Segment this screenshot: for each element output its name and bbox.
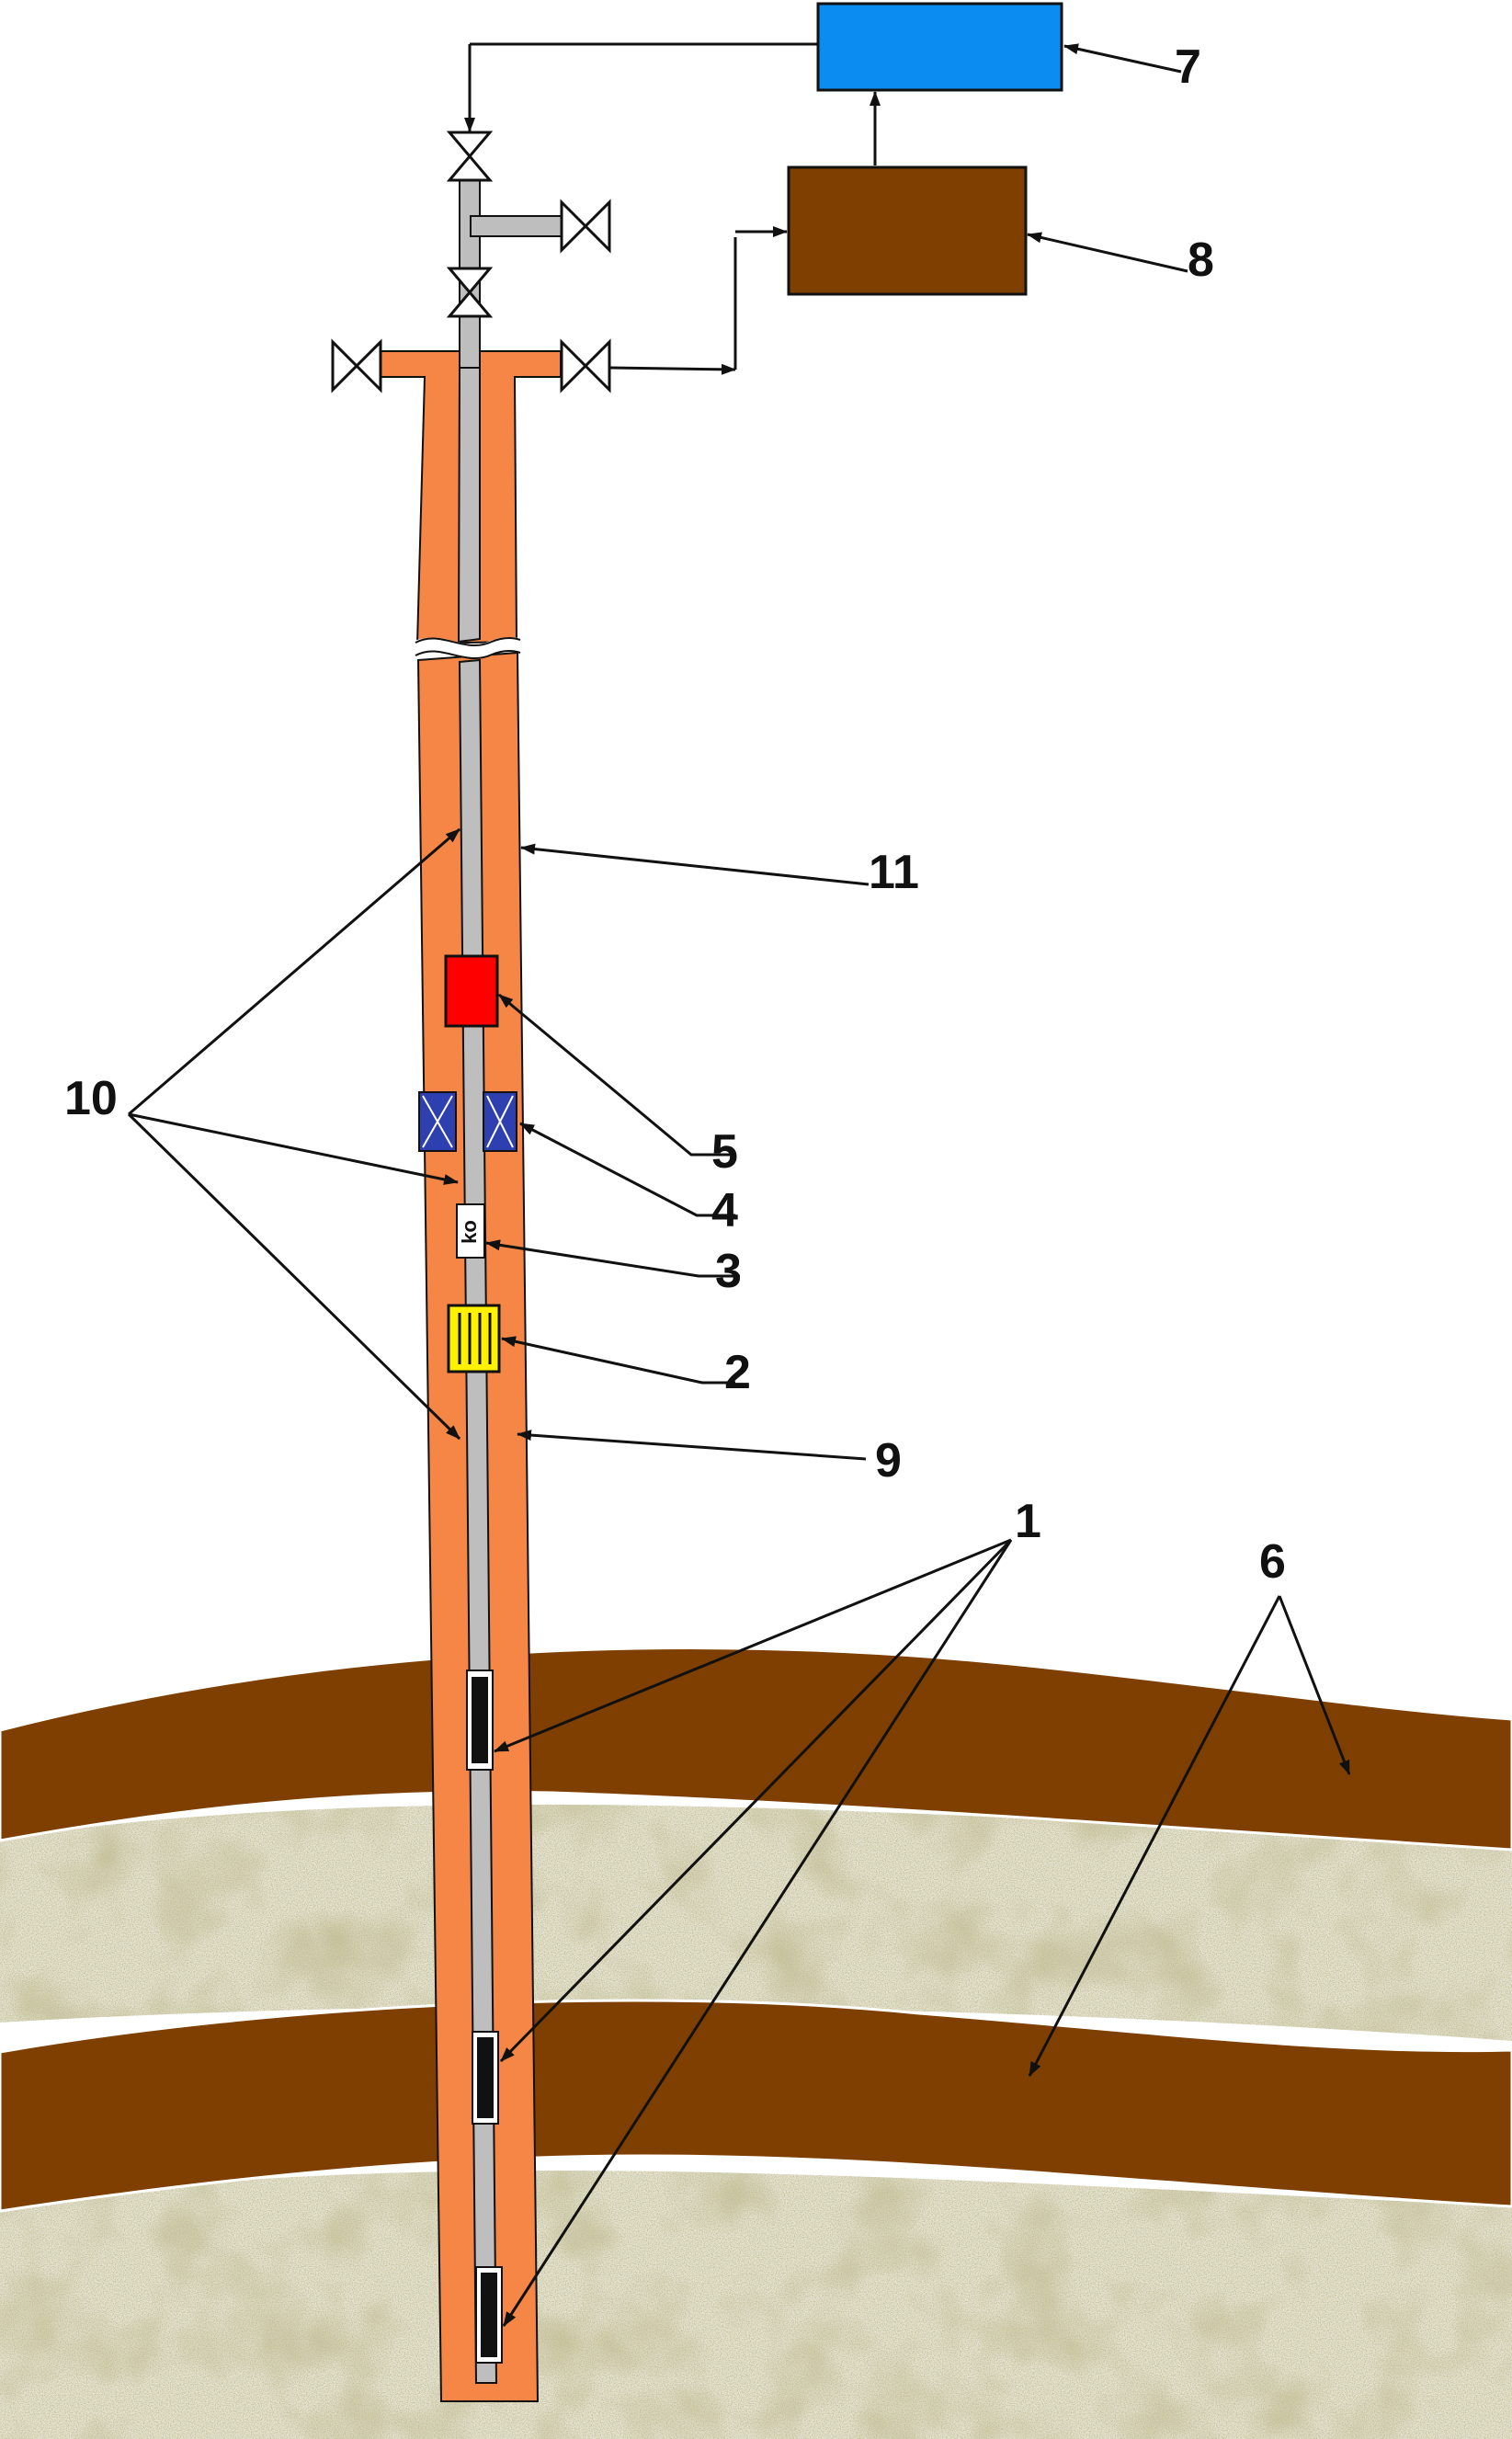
leader-lines xyxy=(127,43,1351,2327)
sand-layer-upper xyxy=(0,1804,1512,2041)
perforation-icon xyxy=(475,2266,503,2364)
perforation-icon xyxy=(472,2031,499,2125)
filter-icon xyxy=(447,1304,501,1373)
valve-icon[interactable] xyxy=(446,267,494,318)
label-6: 6 xyxy=(1259,1535,1286,1589)
label-10: 10 xyxy=(64,1072,118,1125)
perforation-icon xyxy=(466,1670,494,1771)
valve-icon[interactable] xyxy=(560,338,611,393)
check-valve-icon: ko xyxy=(456,1203,485,1259)
valve-icon[interactable] xyxy=(331,338,382,393)
label-9: 9 xyxy=(875,1434,902,1487)
flow-lines xyxy=(464,42,881,375)
break-line xyxy=(410,637,524,657)
label-5: 5 xyxy=(711,1125,738,1179)
callout-labels: 7 8 11 10 5 4 3 2 9 1 6 xyxy=(64,40,1286,1589)
control-unit xyxy=(816,2,1063,92)
label-4: 4 xyxy=(711,1184,738,1237)
label-7: 7 xyxy=(1175,40,1201,94)
packer-icon xyxy=(418,1091,517,1152)
label-8: 8 xyxy=(1188,234,1214,287)
analyzer-unit xyxy=(787,165,1028,296)
label-3: 3 xyxy=(715,1245,742,1298)
rock-layer-upper xyxy=(0,1647,1512,1852)
geology xyxy=(0,1647,1512,2439)
label-11: 11 xyxy=(869,846,919,899)
label-1: 1 xyxy=(1015,1495,1041,1548)
tubing-branch xyxy=(470,215,563,237)
valve-icon[interactable] xyxy=(560,199,611,254)
check-valve-label: ko xyxy=(458,1220,481,1244)
tubing-string xyxy=(458,658,498,2384)
sand-layer-lower xyxy=(0,2171,1512,2439)
heater-icon xyxy=(444,954,499,1028)
valve-icon[interactable] xyxy=(446,131,494,182)
label-2: 2 xyxy=(724,1346,751,1399)
